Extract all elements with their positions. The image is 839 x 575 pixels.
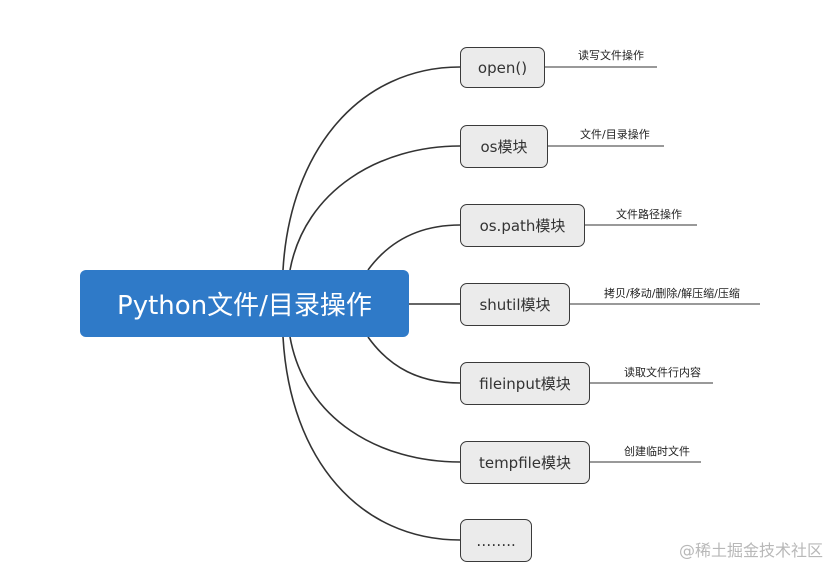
watermark: @稀土掘金技术社区 [678,541,823,560]
branch-label: os模块 [480,138,528,156]
note-fileinput: 读取文件行内容 [624,366,701,379]
connector-5 [289,336,461,463]
branch-open[interactable]: open() [460,47,545,88]
connector-1 [289,145,461,271]
branch-label: …….. [476,531,516,550]
note-open: 读写文件操作 [578,49,644,62]
branch-more[interactable]: …….. [460,519,532,562]
note-tempfile: 创建临时文件 [624,445,690,458]
connector-2 [367,224,461,271]
note-shutil: 拷贝/移动/删除/解压缩/压缩 [604,287,740,300]
branch-fileinput[interactable]: fileinput模块 [460,362,590,405]
note-os-path: 文件路径操作 [616,208,682,221]
root-topic-label: Python文件/目录操作 [117,291,372,321]
branch-label: shutil模块 [479,296,551,314]
branch-tempfile[interactable]: tempfile模块 [460,441,590,484]
connector-6 [282,336,461,541]
branch-os[interactable]: os模块 [460,125,548,168]
branch-os-path[interactable]: os.path模块 [460,204,585,247]
branch-label: fileinput模块 [479,375,571,393]
connector-4 [367,336,461,384]
connector-0 [282,66,461,271]
branch-label: tempfile模块 [478,454,572,472]
branch-label: open() [477,58,528,77]
branch-shutil[interactable]: shutil模块 [460,283,570,326]
branch-label: os.path模块 [479,217,566,235]
root-topic[interactable]: Python文件/目录操作 [80,270,409,337]
note-os: 文件/目录操作 [580,128,650,141]
